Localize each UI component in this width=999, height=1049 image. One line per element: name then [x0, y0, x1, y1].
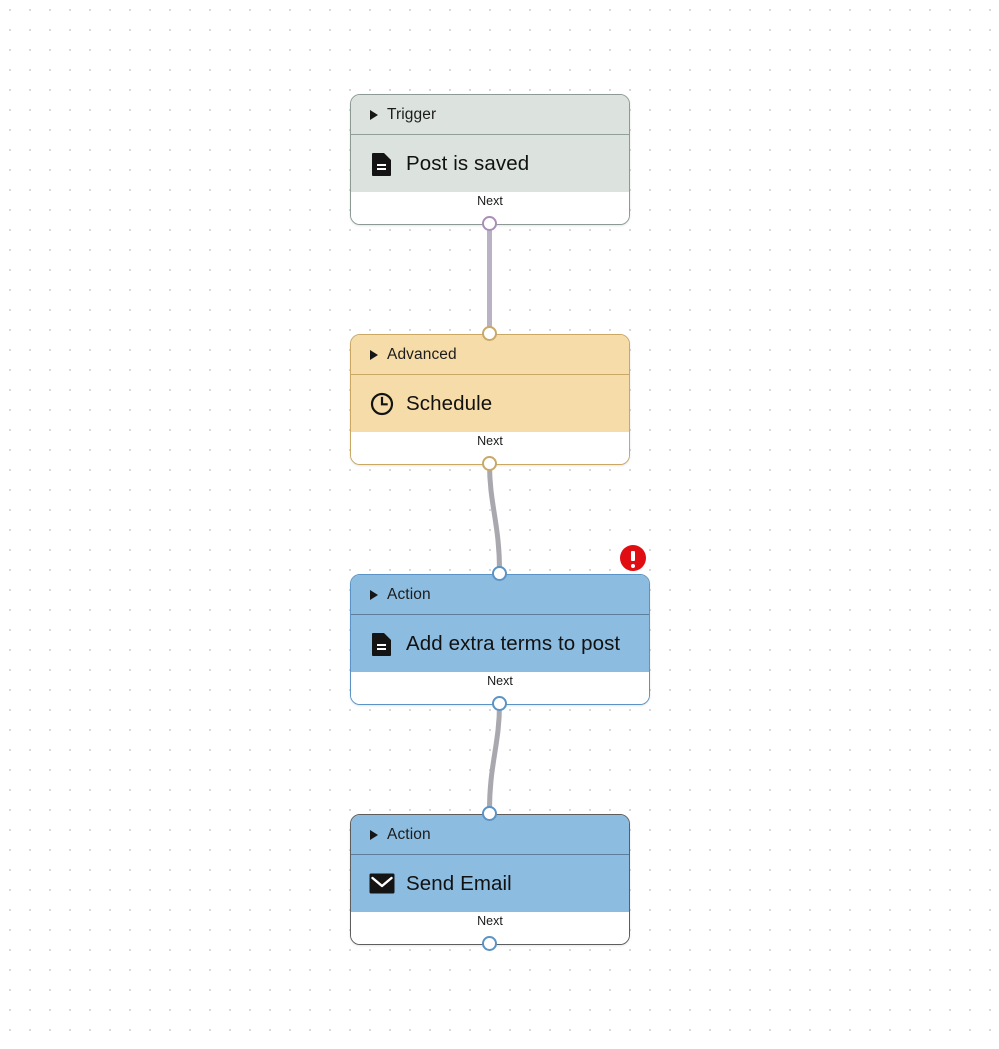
node-title: Schedule — [406, 391, 493, 415]
node-category-label: Advanced — [387, 345, 457, 363]
edge-action-terms-to-send-email[interactable] — [486, 701, 502, 817]
node-footer-label: Next — [477, 194, 503, 208]
exclamation-mark — [631, 551, 635, 568]
chevron-right-icon[interactable] — [370, 349, 378, 360]
node-output-port-action-add-extra-terms-to-post[interactable] — [492, 696, 507, 711]
node-input-port-action-add-extra-terms-to-post[interactable] — [492, 566, 507, 581]
chevron-right-icon[interactable] — [370, 829, 378, 840]
node-header[interactable]: Trigger — [351, 95, 629, 135]
node-footer-label: Next — [477, 434, 503, 448]
node-category-label: Action — [387, 825, 431, 843]
node-header[interactable]: Action — [351, 815, 629, 855]
node-title: Add extra terms to post — [406, 631, 621, 655]
node-header[interactable]: Advanced — [351, 335, 629, 375]
workflow-node-action-add-extra-terms-to-post[interactable]: Action Add extra terms to post Next — [350, 574, 650, 705]
node-body[interactable]: Send Email — [351, 855, 629, 912]
node-category-label: Action — [387, 585, 431, 603]
node-output-port-trigger-post-is-saved[interactable] — [482, 216, 497, 231]
chevron-right-icon[interactable] — [370, 589, 378, 600]
node-title: Send Email — [406, 871, 512, 895]
workflow-node-advanced-schedule[interactable]: Advanced Schedule Next — [350, 334, 630, 465]
node-header[interactable]: Action — [351, 575, 649, 615]
node-output-port-advanced-schedule[interactable] — [482, 456, 497, 471]
node-input-port-action-send-email[interactable] — [482, 806, 497, 821]
node-footer-label: Next — [477, 914, 503, 928]
workflow-node-action-send-email[interactable]: Action Send Email Next — [350, 814, 630, 945]
node-title: Post is saved — [406, 151, 530, 175]
node-footer-label: Next — [487, 674, 513, 688]
workflow-node-trigger-post-is-saved[interactable]: Trigger Post is saved Next — [350, 94, 630, 225]
clock-icon — [369, 391, 395, 417]
node-output-port-action-send-email[interactable] — [482, 936, 497, 951]
document-icon — [369, 631, 395, 657]
node-body[interactable]: Post is saved — [351, 135, 629, 192]
envelope-icon — [369, 871, 395, 897]
chevron-right-icon[interactable] — [370, 109, 378, 120]
node-category-label: Trigger — [387, 105, 437, 123]
node-body[interactable]: Add extra terms to post — [351, 615, 649, 672]
error-badge-icon[interactable] — [620, 545, 646, 571]
node-body[interactable]: Schedule — [351, 375, 629, 432]
document-icon — [369, 151, 395, 177]
node-input-port-advanced-schedule[interactable] — [482, 326, 497, 341]
edge-advanced-to-action-terms[interactable] — [487, 461, 503, 577]
